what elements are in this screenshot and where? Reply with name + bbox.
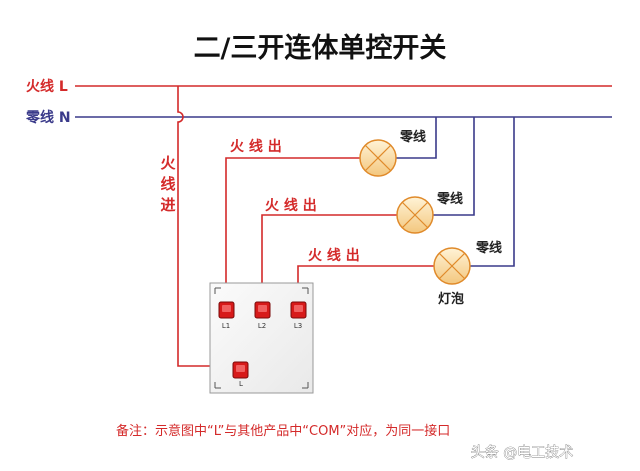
live-out-label-3: 火 线 出	[308, 247, 360, 264]
terminal-l-common	[232, 361, 249, 379]
neutral-line-label: 零线 N	[25, 109, 71, 126]
bulb-label: 灯泡	[438, 291, 464, 307]
live-out-label-2: 火 线 出	[265, 197, 317, 214]
live-in-wire	[177, 86, 241, 372]
watermark: 头条 @电工技术	[471, 444, 573, 461]
live-out-wire-3	[297, 265, 434, 305]
bulb-1	[359, 139, 397, 177]
svg-text:线: 线	[160, 175, 175, 193]
svg-text:进: 进	[160, 196, 175, 214]
neutral-label-1: 零线	[399, 129, 426, 145]
terminal-label-l1: L1	[222, 322, 230, 330]
terminal-l1	[218, 301, 235, 319]
neutral-wire-3	[470, 117, 515, 267]
terminal-l2	[254, 301, 271, 319]
neutral-wire-2	[433, 117, 475, 216]
terminal-label-l: L	[239, 380, 243, 388]
live-out-wire-2	[261, 214, 397, 305]
live-line-label: 火线 L	[26, 78, 68, 95]
live-out-label-1: 火 线 出	[230, 138, 282, 155]
diagram-title: 二/三开连体单控开关	[194, 32, 447, 64]
neutral-wire-1	[396, 117, 437, 159]
svg-text:火: 火	[160, 154, 176, 172]
live-out-wire-1	[225, 157, 360, 305]
neutral-label-2: 零线	[436, 191, 463, 207]
live-in-label: 火 线 进	[160, 154, 176, 214]
switch-plate	[209, 282, 314, 394]
bulb-3	[433, 247, 471, 285]
bulb-2	[396, 196, 434, 234]
terminal-l3	[290, 301, 307, 319]
note-text: 备注：示意图中“L”与其他产品中“COM”对应，为同一接口	[116, 423, 450, 439]
terminal-label-l2: L2	[258, 322, 266, 330]
neutral-label-3: 零线	[475, 240, 502, 256]
terminal-label-l3: L3	[294, 322, 302, 330]
